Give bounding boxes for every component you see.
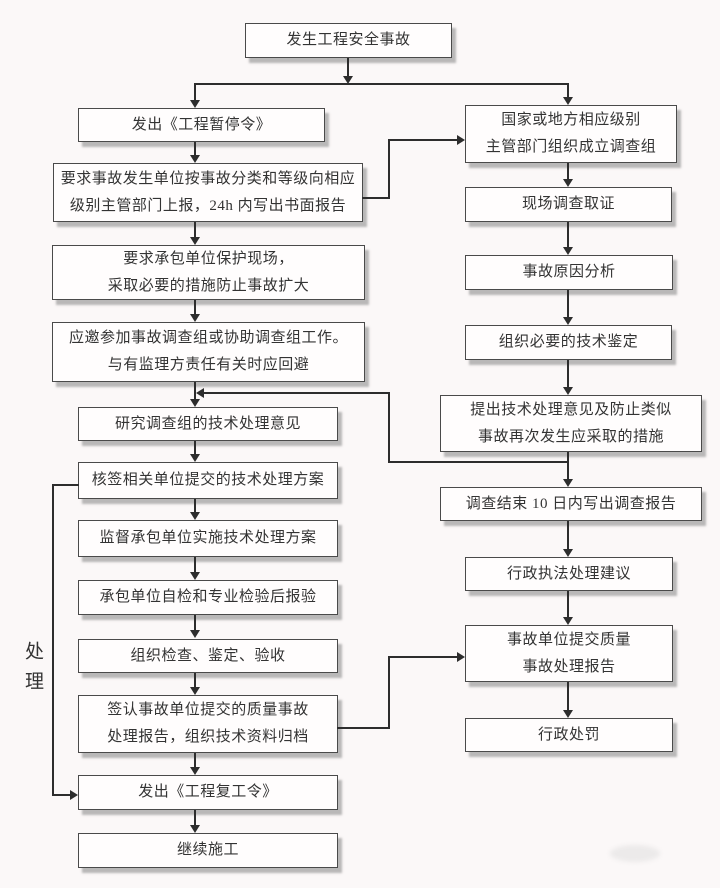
flow-line <box>194 673 196 689</box>
arrow-down-icon <box>563 247 573 255</box>
arrow-down-icon <box>563 387 573 395</box>
flow-line <box>388 461 569 463</box>
arrow-right-icon <box>70 790 78 800</box>
arrow-down-icon <box>190 630 200 638</box>
flow-line <box>194 83 569 85</box>
node-accident-occurs: 发生工程安全事故 <box>245 23 452 58</box>
arrow-down-icon <box>190 767 200 775</box>
node-site-investigation: 现场调查取证 <box>465 187 672 222</box>
flow-line <box>194 557 196 574</box>
flow-line <box>567 222 569 249</box>
flow-line <box>52 484 54 796</box>
flow-line <box>347 58 349 77</box>
node-issue-resume-order: 发出《工程复工令》 <box>78 775 338 810</box>
arrow-down-icon <box>563 710 573 718</box>
arrow-down-icon <box>190 572 200 580</box>
arrow-down-icon <box>343 76 353 84</box>
arrow-down-icon <box>563 479 573 487</box>
node-supervise-implementation: 监督承包单位实施技术处理方案 <box>78 520 338 557</box>
watermark-blob <box>610 845 660 862</box>
node-study-technical-opinion: 研究调查组的技术处理意见 <box>78 407 338 441</box>
arrow-down-icon <box>190 825 200 833</box>
arrow-down-icon <box>190 399 200 407</box>
arrow-down-icon <box>563 549 573 557</box>
flow-line <box>194 810 196 827</box>
flow-line <box>337 727 390 729</box>
node-continue-construction: 继续施工 <box>78 833 338 868</box>
flow-line <box>194 83 196 102</box>
node-technical-appraisal: 组织必要的技术鉴定 <box>465 325 672 360</box>
flow-line <box>567 591 569 619</box>
flow-line <box>567 360 569 389</box>
flow-line <box>567 682 569 712</box>
flow-line <box>194 300 196 316</box>
flow-line <box>567 452 569 481</box>
flow-line <box>52 484 79 486</box>
node-administrative-penalty: 行政处罚 <box>465 718 673 752</box>
arrow-left-icon <box>196 388 204 398</box>
arrow-down-icon <box>190 314 200 322</box>
flow-line <box>567 290 569 319</box>
side-label-handling: 处理 <box>22 641 43 701</box>
flow-line <box>567 83 569 99</box>
node-protect-site: 要求承包单位保护现场， 采取必要的措施防止事故扩大 <box>52 245 365 300</box>
arrow-down-icon <box>190 454 200 462</box>
flow-line <box>194 753 196 769</box>
flow-line <box>388 139 458 141</box>
node-join-investigation-team: 应邀参加事故调查组或协助调查组工作。 与有监理方责任有关时应回避 <box>52 322 365 382</box>
flow-line <box>52 794 72 796</box>
node-contractor-self-inspection: 承包单位自检和专业检验后报验 <box>78 580 338 615</box>
node-propose-treatment-measures: 提出技术处理意见及防止类似 事故再次发生应采取的措施 <box>440 395 702 452</box>
arrow-down-icon <box>563 317 573 325</box>
flow-line <box>194 499 196 514</box>
arrow-down-icon <box>563 97 573 105</box>
flow-line <box>194 382 196 401</box>
flow-line <box>388 656 458 658</box>
flow-line <box>194 615 196 632</box>
node-issue-suspension-order: 发出《工程暂停令》 <box>78 108 325 142</box>
flow-line <box>194 222 196 239</box>
arrow-down-icon <box>190 237 200 245</box>
flow-line <box>388 656 390 729</box>
node-cause-analysis: 事故原因分析 <box>465 255 673 290</box>
arrow-down-icon <box>190 512 200 520</box>
arrow-right-icon <box>457 135 465 145</box>
node-countersign-treatment-plan: 核签相关单位提交的技术处理方案 <box>78 462 338 499</box>
arrow-down-icon <box>190 155 200 163</box>
flow-line <box>203 392 390 394</box>
arrow-right-icon <box>457 652 465 662</box>
flow-line <box>388 392 390 463</box>
node-sign-quality-report-archive: 签认事故单位提交的质量事故 处理报告，组织技术资料归档 <box>78 695 338 753</box>
arrow-down-icon <box>190 100 200 108</box>
flow-line <box>567 521 569 551</box>
node-investigation-report-10days: 调查结束 10 日内写出调查报告 <box>440 487 702 521</box>
arrow-down-icon <box>190 687 200 695</box>
node-enforcement-suggestion: 行政执法处理建议 <box>465 557 673 591</box>
arrow-down-icon <box>563 617 573 625</box>
flow-line <box>388 139 390 199</box>
flow-line <box>567 163 569 181</box>
node-report-to-authority: 要求事故发生单位按事故分类和等级向相应 级别主管部门上报，24h 内写出书面报告 <box>53 163 363 222</box>
flow-line <box>194 142 196 157</box>
node-organize-inspection-acceptance: 组织检查、鉴定、验收 <box>78 639 338 673</box>
arrow-down-icon <box>563 179 573 187</box>
flow-line <box>362 197 390 199</box>
node-submit-quality-report: 事故单位提交质量 事故处理报告 <box>465 625 673 682</box>
node-authority-form-team: 国家或地方相应级别 主管部门组织成立调查组 <box>465 105 677 163</box>
flow-line <box>194 441 196 456</box>
